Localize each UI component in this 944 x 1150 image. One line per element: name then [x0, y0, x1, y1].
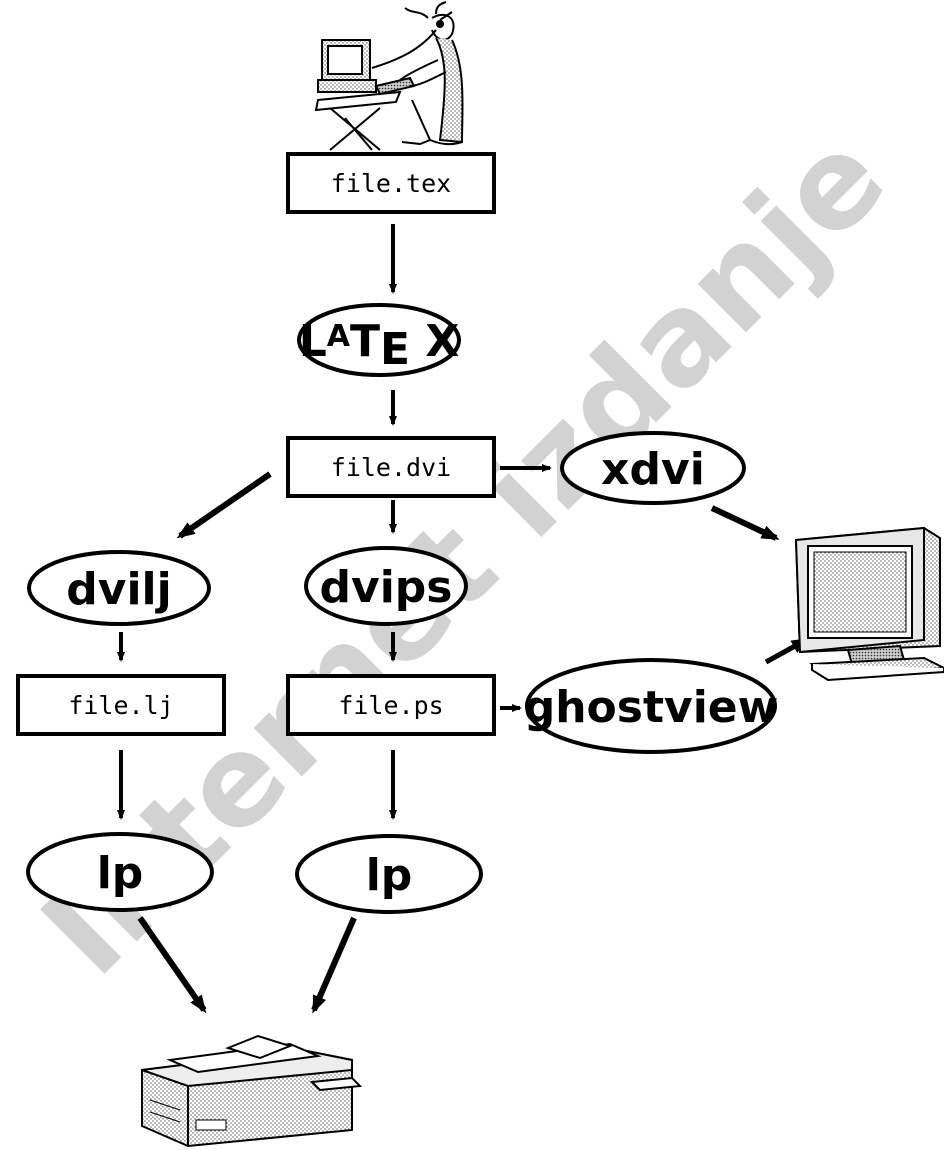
file-tex-box: file.tex [286, 152, 496, 214]
xdvi-label: xdvi [601, 444, 705, 495]
monitor-icon [794, 526, 944, 682]
dvips-node: dvips [304, 546, 468, 626]
arrow-dvi-to-dvilj [176, 471, 272, 539]
printer-icon [141, 1034, 363, 1148]
person-at-computer-icon [314, 1, 464, 151]
file-ps-box: file.ps [286, 674, 496, 736]
ghostview-label: ghostview [524, 682, 779, 733]
lp-left-node: lp [26, 832, 214, 912]
file-dvi-box: file.dvi [286, 436, 496, 498]
file-lj-label: file.lj [68, 691, 173, 720]
dvips-label: dvips [320, 562, 453, 613]
arrow-xdvi-to-monitor [710, 505, 780, 541]
dvilj-node: dvilj [27, 550, 211, 626]
lp-right-node: lp [295, 834, 483, 914]
latex-label: LATE X [299, 316, 460, 375]
xdvi-node: xdvi [560, 431, 746, 505]
file-ps-label: file.ps [338, 691, 443, 720]
file-lj-box: file.lj [16, 674, 226, 736]
ghostview-node: ghostview [524, 658, 779, 754]
lp-right-label: lp [366, 850, 413, 901]
file-tex-label: file.tex [331, 169, 451, 198]
dvilj-label: dvilj [66, 564, 171, 615]
arrow-lp-left-to-printer [137, 916, 207, 1014]
file-dvi-label: file.dvi [331, 453, 451, 482]
latex-node: LATE X [297, 303, 461, 377]
lp-left-label: lp [97, 848, 144, 899]
arrow-lp-right-to-printer [311, 916, 357, 1014]
